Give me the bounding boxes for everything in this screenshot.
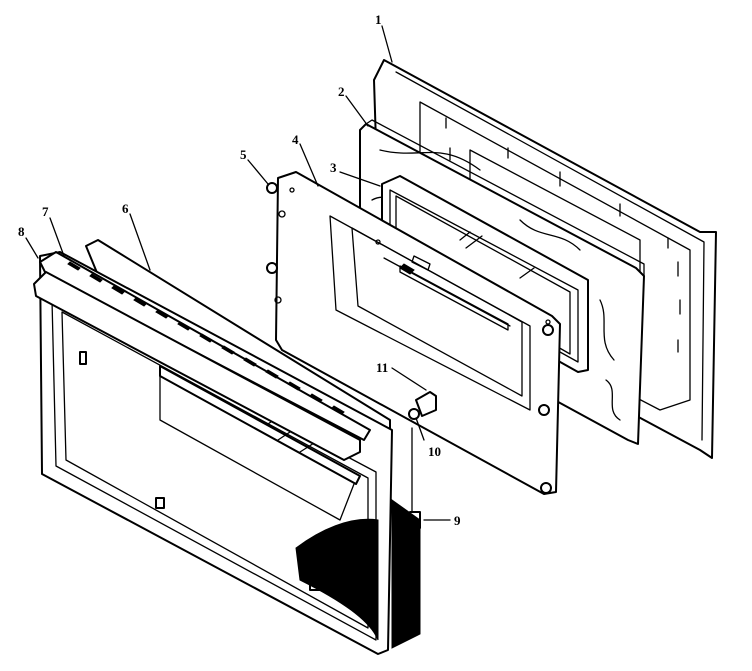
part-7-vent-trim <box>33 251 371 461</box>
vent-slots <box>67 261 345 415</box>
callout-11: 11 <box>376 360 388 375</box>
part-11-bracket <box>415 391 437 417</box>
leader-lines <box>25 25 451 521</box>
callout-2: 2 <box>338 84 345 99</box>
callout-9: 9 <box>454 513 461 528</box>
part-10-screw <box>408 408 420 420</box>
callout-3: 3 <box>330 160 337 175</box>
callout-7: 7 <box>42 204 49 219</box>
callout-8: 8 <box>18 224 25 239</box>
part-9-clip <box>409 427 421 529</box>
callout-4: 4 <box>292 132 299 147</box>
callouts: 1 2 3 4 5 6 7 8 9 10 11 <box>18 12 461 528</box>
part-5-screws <box>266 182 554 494</box>
part-8-outer-door-frame <box>39 251 421 655</box>
part-4-door-liner <box>274 171 561 495</box>
callout-6: 6 <box>122 201 129 216</box>
callout-1: 1 <box>375 12 382 27</box>
callout-10: 10 <box>428 444 441 459</box>
callout-5: 5 <box>240 147 247 162</box>
